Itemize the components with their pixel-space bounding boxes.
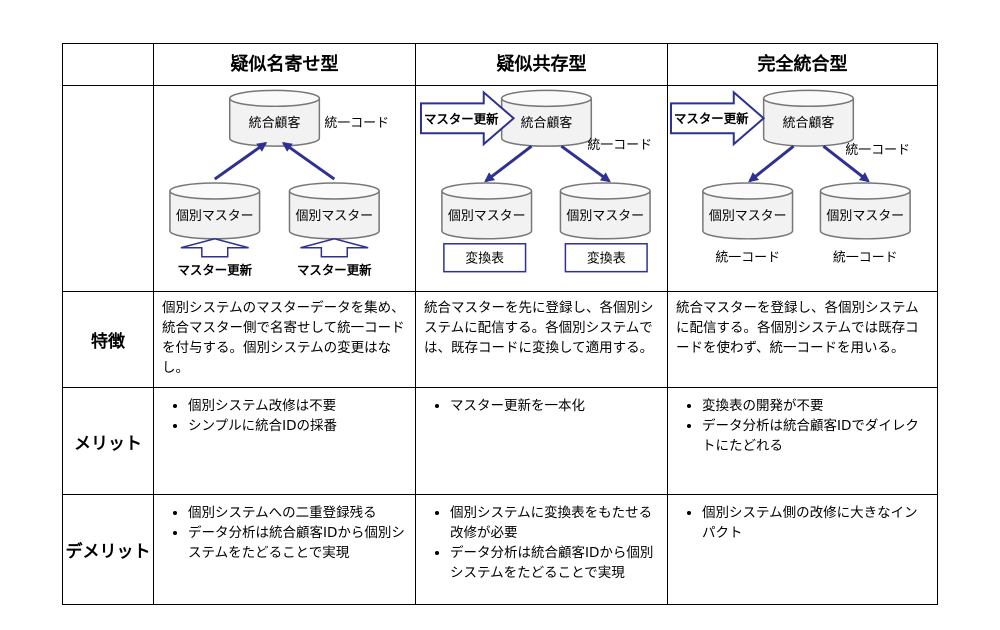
central-db-label: 統合顧客 <box>249 115 301 131</box>
demerit-col2: 個別システムに変換表をもたせる改修が必要 データ分析は統合顧客IDから個別システ… <box>415 494 668 605</box>
left-conversion-table-label: 変換表 <box>465 251 504 267</box>
list-item: シンプルに統合IDの採番 <box>188 416 407 436</box>
header-row: 疑似名寄せ型 疑似共存型 完全統合型 <box>62 43 938 86</box>
feature-col3-text: 統合マスターを登録し、各個別システムに配信する。各個別システムでは既存コードを使… <box>667 291 938 388</box>
right-master-db-icon <box>559 182 651 240</box>
left-master-label: 個別マスター <box>448 209 526 224</box>
demerit-row-label: デメリット <box>62 494 154 605</box>
left-unified-code-label: 統一コード <box>715 251 780 266</box>
arrow-left-down <box>484 144 533 183</box>
diagram-row: 統合顧客 統一コード 個別マスター 個別マスター <box>62 85 938 292</box>
right-unified-code-label: 統一コード <box>833 251 898 266</box>
diagram-full-integration: 統合顧客 マスター更新 統一コード 個別マスター 個別マスター 統一コード 統一… <box>667 85 938 292</box>
diagram-3-svg: 統合顧客 マスター更新 統一コード 個別マスター 個別マスター 統一コード 統一… <box>669 89 911 266</box>
list-item: データ分析は統合顧客IDから個別システムをたどることで実現 <box>450 543 659 583</box>
list-item: マスター更新を一本化 <box>450 396 659 416</box>
demerit-col1-list: 個別システムへの二重登録残る データ分析は統合顧客IDから個別システムをたどるこ… <box>162 503 407 563</box>
master-update-label: マスター更新 <box>674 111 749 126</box>
diagram-2-svg: 統合顧客 マスター更新 統一コード 個別マスター 個別マスター 変換表 <box>419 89 652 273</box>
right-update-arrow-icon <box>300 238 369 258</box>
comparison-table: 疑似名寄せ型 疑似共存型 完全統合型 統合顧客 統一コード <box>62 43 938 605</box>
feature-row: 特徴 個別システムのマスターデータを集め、統合マスター側で名寄せして統一コードを… <box>62 291 938 388</box>
diagram-row-label <box>62 85 154 292</box>
demerit-row: デメリット 個別システムへの二重登録残る データ分析は統合顧客IDから個別システ… <box>62 494 938 605</box>
right-conversion-table-label: 変換表 <box>587 251 626 267</box>
feature-col2-text: 統合マスターを先に登録し、各個別システムに配信する。各個別システムでは、既存コー… <box>415 291 668 388</box>
unified-code-label: 統一コード <box>324 116 389 131</box>
left-update-arrow-icon <box>180 238 249 258</box>
merit-col1-list: 個別システム改修は不要 シンプルに統合IDの採番 <box>162 396 407 436</box>
right-master-label: 個別マスター <box>295 209 373 224</box>
arrow-right-down <box>560 144 611 183</box>
merit-col1: 個別システム改修は不要 シンプルに統合IDの採番 <box>153 387 416 495</box>
right-master-db-icon <box>819 182 911 240</box>
left-master-label: 個別マスター <box>709 209 787 224</box>
right-conversion-table-box <box>564 243 648 273</box>
left-master-db-icon <box>441 182 533 240</box>
list-item: 個別システム改修は不要 <box>188 396 407 416</box>
arrow-right-down <box>822 144 870 183</box>
list-item: データ分析は統合顧客IDでダイレクトにたどれる <box>702 416 929 456</box>
list-item: データ分析は統合顧客IDから個別システムをたどることで実現 <box>188 523 407 563</box>
merit-col2-list: マスター更新を一本化 <box>424 396 659 416</box>
merit-row-label: メリット <box>62 387 154 495</box>
central-db-label: 統合顧客 <box>521 115 573 131</box>
demerit-col1: 個別システムへの二重登録残る データ分析は統合顧客IDから個別システムをたどるこ… <box>153 494 416 605</box>
arrow-left-down <box>748 144 795 183</box>
merit-col3: 変換表の開発が不要 データ分析は統合顧客IDでダイレクトにたどれる <box>667 387 938 495</box>
central-db-label: 統合顧客 <box>783 115 835 131</box>
left-master-db-icon <box>169 182 261 240</box>
list-item: 個別システムへの二重登録残る <box>188 503 407 523</box>
central-db-icon <box>228 89 321 147</box>
central-db-icon <box>500 89 593 147</box>
demerit-col2-list: 個別システムに変換表をもたせる改修が必要 データ分析は統合顧客IDから個別システ… <box>424 503 659 583</box>
col-title-pseudo-coexist: 疑似共存型 <box>415 43 668 86</box>
list-item: 変換表の開発が不要 <box>702 396 929 416</box>
diagram-pseudo-matching: 統合顧客 統一コード 個別マスター 個別マスター <box>153 85 416 292</box>
left-conversion-table-box <box>443 243 527 273</box>
master-update-label: マスター更新 <box>424 111 499 126</box>
merit-row: メリット 個別システム改修は不要 シンプルに統合IDの採番 マスター更新を一本化… <box>62 387 938 495</box>
diagram-1-svg: 統合顧客 統一コード 個別マスター 個別マスター <box>169 89 389 278</box>
left-master-label: 個別マスター <box>176 209 254 224</box>
master-update-arrow-icon <box>669 90 766 147</box>
col-title-full-integration: 完全統合型 <box>667 43 938 86</box>
unified-code-label: 統一コード <box>587 138 652 153</box>
feature-col1-text: 個別システムのマスターデータを集め、統合マスター側で名寄せして統一コードを付与す… <box>153 291 416 388</box>
demerit-col3-list: 個別システム側の改修に大きなインパクト <box>676 503 929 543</box>
right-master-label: 個別マスター <box>566 209 644 224</box>
right-update-label: マスター更新 <box>297 263 372 278</box>
merit-col2: マスター更新を一本化 <box>415 387 668 495</box>
arrow-right-up <box>281 141 336 181</box>
merit-col3-list: 変換表の開発が不要 データ分析は統合顧客IDでダイレクトにたどれる <box>676 396 929 456</box>
master-update-arrow-icon <box>419 90 516 147</box>
central-db-icon <box>762 89 855 147</box>
unified-code-label: 統一コード <box>845 143 910 158</box>
arrow-left-up <box>213 141 268 181</box>
col-title-pseudo-matching: 疑似名寄せ型 <box>153 43 416 86</box>
demerit-col3: 個別システム側の改修に大きなインパクト <box>667 494 938 605</box>
list-item: 個別システムに変換表をもたせる改修が必要 <box>450 503 659 543</box>
left-update-label: マスター更新 <box>177 263 252 278</box>
right-master-label: 個別マスター <box>826 209 904 224</box>
list-item: 個別システム側の改修に大きなインパクト <box>702 503 929 543</box>
diagram-pseudo-coexist: 統合顧客 マスター更新 統一コード 個別マスター 個別マスター 変換表 <box>415 85 668 292</box>
left-master-db-icon <box>702 182 794 240</box>
feature-row-label: 特徴 <box>62 291 154 388</box>
corner-cell <box>62 43 154 86</box>
